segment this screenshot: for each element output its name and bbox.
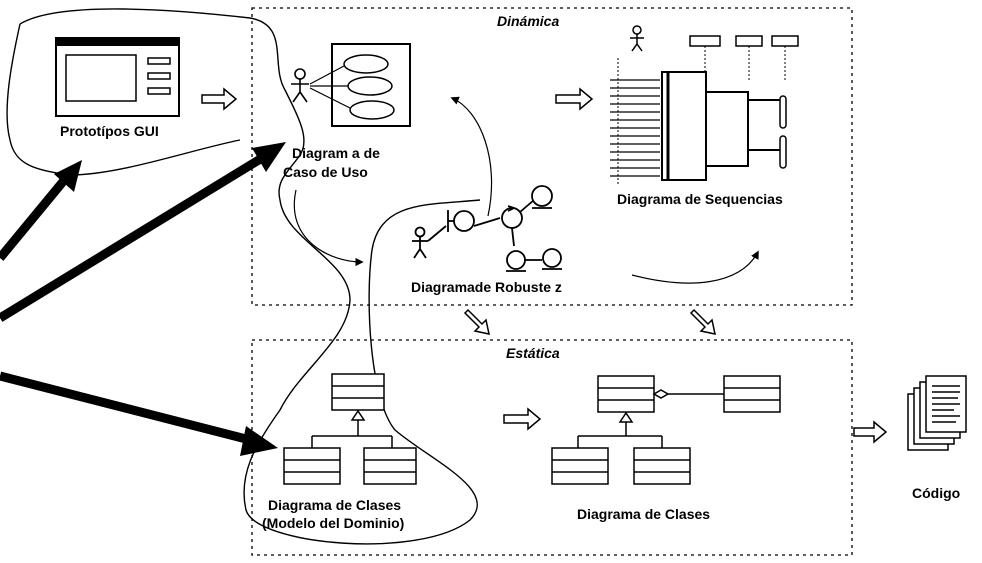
domain-class-diagram-icon (284, 374, 416, 484)
robustness-label: Diagramade Robuste z (411, 279, 562, 295)
document-stack-icon (908, 376, 966, 450)
sequence-diagram-icon (610, 26, 798, 185)
sequence-label: Diagrama de Sequencias (617, 191, 783, 207)
gui-prototypes-label: Prototípos GUI (60, 123, 159, 139)
entity-object-icon (542, 249, 562, 269)
static-section-title: Estática (506, 345, 560, 361)
class-box-icon (552, 448, 608, 484)
use-case-label-line1: Diagram a de (292, 145, 380, 161)
thick-arrow (0, 376, 278, 456)
dynamic-section-title: Dinámica (497, 13, 559, 29)
code-label: Código (912, 485, 960, 501)
class-box-icon (724, 376, 780, 412)
entity-object-icon (532, 186, 552, 208)
thick-arrow (0, 160, 82, 258)
thick-arrow (0, 142, 286, 318)
gui-prototype-icon (56, 38, 179, 116)
actor-icon (412, 228, 428, 259)
use-case-diagram-icon (291, 44, 410, 126)
classes-label: Diagrama de Clases (577, 506, 710, 522)
use-case-ellipse-icon (350, 101, 394, 119)
hollow-arrow-icon (465, 310, 489, 334)
use-case-label-line2: Caso de Uso (283, 164, 368, 180)
class-box-icon (598, 376, 654, 412)
class-box-icon (332, 374, 384, 410)
robustness-diagram-icon (412, 186, 562, 271)
connector-arrow (632, 252, 758, 283)
class-box-icon (364, 448, 416, 484)
actor-icon (291, 69, 309, 102)
hollow-arrow-icon (504, 409, 540, 429)
class-diagram-icon (552, 376, 780, 484)
use-case-ellipse-icon (344, 55, 388, 73)
use-case-ellipse-icon (348, 77, 392, 95)
boundary-object-icon (448, 210, 474, 232)
control-object-icon (502, 206, 522, 228)
hollow-arrow-icon (691, 310, 715, 334)
domain-classes-label-line2: (Modelo del Dominio) (262, 515, 404, 531)
domain-classes-label-line1: Diagrama de Clases (268, 497, 401, 513)
class-box-icon (284, 448, 340, 484)
hollow-arrow-icon (202, 89, 236, 109)
connector-arrow (294, 190, 362, 262)
class-box-icon (634, 448, 690, 484)
hollow-arrow-icon (556, 89, 592, 109)
hollow-arrow-icon (854, 422, 886, 442)
actor-icon (630, 26, 644, 51)
entity-object-icon (506, 251, 526, 271)
connector-arrow (452, 98, 492, 216)
